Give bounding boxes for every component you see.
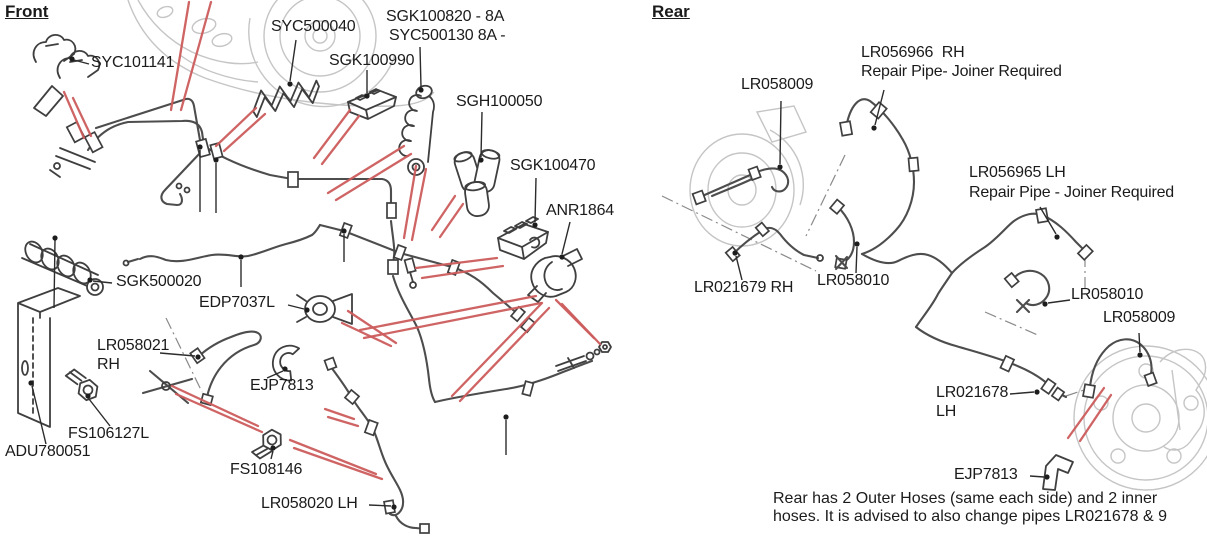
part-lr058010-hose-left — [828, 198, 856, 271]
front-section-title: Front — [5, 2, 49, 21]
label-sgk100470: SGK100470 — [510, 157, 596, 174]
label-fs106127l: FS106127L — [68, 425, 149, 442]
label-adu780051: ADU780051 — [5, 443, 91, 460]
label-syc500040: SYC500040 — [271, 18, 356, 35]
part-lr058010-hose-right — [1003, 269, 1051, 314]
part-ejp7813-clip-rear — [1042, 454, 1074, 491]
part-sgk500020-manifold — [21, 240, 104, 296]
label-anr1864: ANR1864 — [546, 202, 614, 219]
rear-pipe-clips — [839, 100, 1094, 402]
label-ejp7813-front: EJP7813 — [250, 377, 314, 394]
front-leader-lines — [28, 39, 571, 510]
rear-red-leader-lines — [1066, 386, 1113, 443]
label-lr058010-left: LR058010 — [817, 272, 890, 289]
label-lr056966-repair-note: Repair Pipe- Joiner Required — [861, 63, 1062, 80]
label-lr058020-lh: LR058020 LH — [261, 495, 358, 512]
label-lr021678-lh: LR021678 LH — [936, 384, 1009, 420]
rear-note-line2: hoses. It is advised to also change pipe… — [773, 508, 1168, 525]
part-adu780051-bracket — [17, 287, 81, 428]
label-lr058010-right: LR058010 — [1071, 286, 1144, 303]
car-ghost — [127, 0, 435, 108]
rear-leader-lines — [732, 89, 1143, 480]
label-lr056966-rh: LR056966 RH — [861, 44, 965, 61]
label-lr058009-left: LR058009 — [741, 76, 814, 93]
part-lr058009-hose-right — [1082, 338, 1158, 399]
label-syc500130: SYC500130 8A - — [389, 27, 506, 44]
rear-note-line1: Rear has 2 Outer Hoses (same each side) … — [773, 490, 1158, 507]
part-fs106127l-bolt — [64, 368, 99, 402]
label-lr058009-right: LR058009 — [1103, 309, 1176, 326]
part-lr058020-hose — [323, 356, 430, 534]
part-fs108146-bolt — [251, 428, 282, 460]
part-sgk100990-block — [347, 88, 397, 120]
label-sgk500020: SGK500020 — [116, 273, 202, 290]
front-pipe-clips — [122, 137, 601, 397]
label-lr058021-rh: LR058021 RH — [97, 337, 170, 373]
label-syc101141: SYC101141 — [91, 54, 175, 71]
label-sgk100820: SGK100820 - 8A — [386, 8, 505, 25]
rear-section-title: Rear — [652, 2, 690, 21]
rear-brake-pipes — [844, 98, 1088, 399]
part-nut — [598, 341, 612, 353]
part-anr1864-clamp — [527, 248, 583, 303]
label-sgh100050: SGH100050 — [456, 93, 543, 110]
label-sgk100990: SGK100990 — [329, 52, 415, 69]
front-red-leader-lines — [62, 0, 602, 481]
label-lr021679-rh: LR021679 RH — [694, 279, 794, 296]
label-fs108146: FS108146 — [230, 461, 303, 478]
label-lr056965-repair-note: Repair Pipe - Joiner Required — [969, 184, 1174, 201]
label-edp7037l: EDP7037L — [199, 294, 275, 311]
part-ejp7813-clip-front — [271, 344, 301, 382]
centerline-dashes — [165, 154, 1086, 397]
label-lr056965-lh: LR056965 LH — [969, 164, 1066, 181]
part-sgk100470-block — [497, 216, 549, 260]
part-lr021679-pipe — [724, 221, 824, 263]
label-ejp7813-rear: EJP7813 — [954, 466, 1018, 483]
part-syc500040-comb — [252, 79, 320, 118]
part-lr058009-hose-left — [691, 165, 790, 206]
